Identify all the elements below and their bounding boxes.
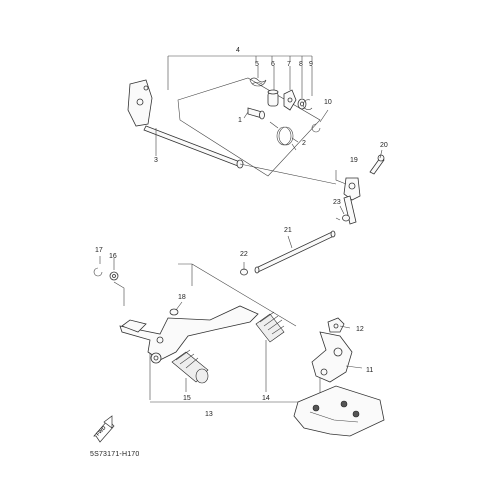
plate-7 (283, 89, 297, 111)
callout-23: 23 (333, 199, 341, 206)
callout-4: 4 (236, 47, 240, 54)
rubber-grip-15 (171, 349, 209, 384)
bolt-20 (369, 154, 385, 175)
circlip-17 (93, 267, 103, 277)
leader-lines-pedal (175, 301, 267, 392)
spring-5 (249, 77, 267, 87)
washer-18 (169, 308, 179, 316)
leader-lines-lever (339, 325, 363, 369)
callout-1: 1 (238, 117, 242, 124)
callout-3: 3 (154, 157, 158, 164)
leader-link (239, 163, 337, 185)
engine-case (293, 385, 385, 437)
shift-pedal-13 (119, 305, 259, 364)
shift-rod-21 (254, 230, 336, 274)
pedal-bracket-lines (149, 263, 321, 403)
callout-19: 19 (350, 157, 358, 164)
leader-lines-linkage (335, 149, 383, 221)
callout-13: 13 (205, 411, 213, 418)
callout-8: 8 (299, 61, 303, 68)
callout-17: 17 (95, 247, 103, 254)
forward-arrow-icon: FWD (93, 415, 115, 443)
callout-20: 20 (380, 142, 388, 149)
callout-2: 2 (302, 140, 306, 147)
circlip-9 (302, 99, 313, 110)
subassembly-box (177, 77, 321, 177)
callout-22: 22 (240, 251, 248, 258)
callout-16: 16 (109, 253, 117, 260)
shift-shaft (127, 79, 244, 169)
lever-11 (311, 331, 353, 383)
callout-6: 6 (271, 61, 275, 68)
leader-lines-upper (155, 66, 329, 156)
nut-12 (327, 317, 345, 333)
callout-5: 5 (255, 61, 259, 68)
leader-lines-left (99, 256, 125, 306)
callout-15: 15 (183, 395, 191, 402)
callout-9: 9 (309, 61, 313, 68)
callout-21: 21 (284, 227, 292, 234)
nut-23 (342, 214, 350, 222)
callout-18: 18 (178, 294, 186, 301)
circlip-10 (311, 123, 321, 133)
drawing-code: 5S73171-H170 (90, 451, 140, 458)
rubber-grip-14 (255, 311, 285, 343)
callout-11: 11 (366, 367, 373, 374)
callout-14: 14 (262, 395, 270, 402)
leader-4-bracket (167, 55, 313, 90)
collar-6 (267, 89, 279, 107)
callout-10: 10 (324, 99, 332, 106)
leader-lines-rod (243, 235, 293, 270)
callout-12: 12 (356, 326, 364, 333)
bolt-1 (247, 107, 265, 120)
shift-arm-19 (343, 177, 361, 225)
callout-7: 7 (287, 61, 291, 68)
torsion-spring-2 (269, 121, 297, 151)
